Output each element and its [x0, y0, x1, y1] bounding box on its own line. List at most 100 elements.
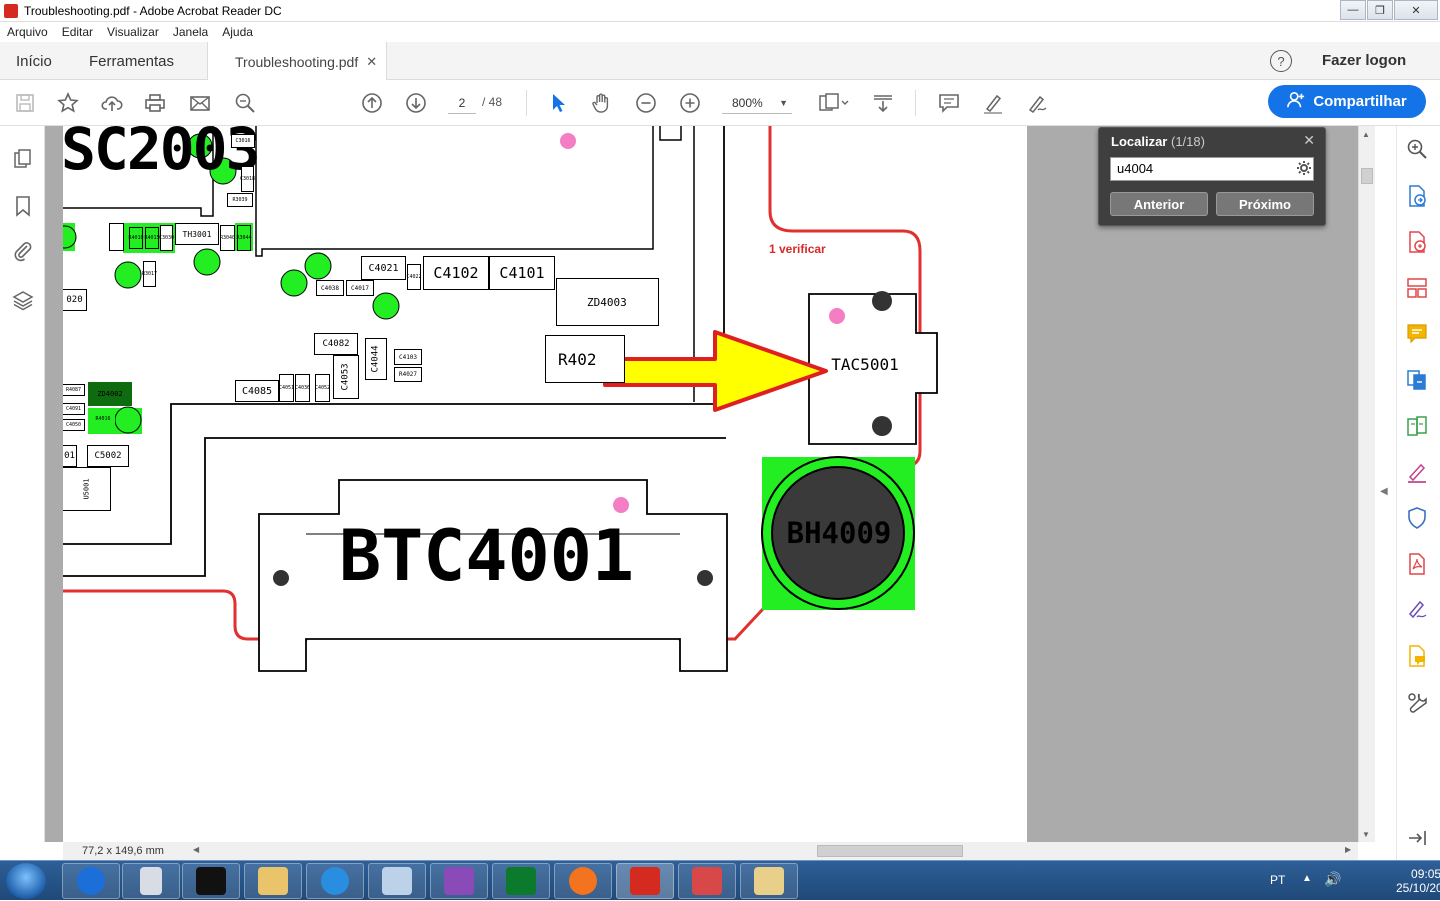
part-c4085: C4085 — [235, 380, 279, 402]
part-c4017: C4017 — [346, 280, 374, 296]
bookmark-star-icon[interactable] — [57, 92, 79, 114]
find-search-input[interactable]: u4004 — [1110, 157, 1314, 181]
part-zd4003: ZD4003 — [556, 278, 659, 326]
part-c4091: C4091 — [63, 403, 85, 415]
document-viewport[interactable]: SC2003 BTC4001 BH4009 TAC5001 1 verifica… — [45, 126, 1358, 842]
main-toolbar: 2 / 48 800% ▼ — [0, 80, 1440, 126]
comment-icon[interactable] — [938, 92, 960, 114]
taskbar-firefox[interactable] — [554, 863, 612, 899]
close-window-button[interactable]: ✕ — [1394, 0, 1438, 20]
menu-ajuda[interactable]: Ajuda — [222, 24, 253, 39]
right-pane-divider — [1396, 126, 1397, 860]
part-c4082: C4082 — [314, 333, 358, 355]
tab-document[interactable]: Troubleshooting.pdf ✕ — [207, 42, 387, 81]
previous-page-icon[interactable] — [361, 92, 383, 114]
scroll-up-arrow-icon[interactable]: ▲ — [1362, 130, 1370, 139]
vertical-scroll-thumb[interactable] — [1361, 168, 1373, 184]
window-title: Troubleshooting.pdf - Adobe Acrobat Read… — [24, 3, 282, 18]
send-for-comments-icon[interactable] — [1405, 644, 1429, 668]
minimize-button[interactable]: — — [1340, 0, 1366, 20]
find-title-label: Localizar — [1111, 134, 1168, 149]
scroll-left-arrow-icon[interactable]: ◀ — [193, 845, 200, 854]
window-title-bar: Troubleshooting.pdf - Adobe Acrobat Read… — [0, 0, 1440, 22]
more-tools-wrench-icon[interactable] — [1405, 690, 1429, 714]
part-r402: R402 — [545, 335, 625, 383]
vertical-scrollbar[interactable]: ▲ ▼ — [1358, 126, 1375, 842]
email-icon[interactable] — [189, 92, 211, 114]
taskbar-app[interactable] — [368, 863, 426, 899]
page-size-label: 77,2 x 149,6 mm — [82, 845, 164, 857]
taskbar-ie[interactable] — [306, 863, 364, 899]
organize-pages-icon[interactable] — [1405, 276, 1429, 300]
menu-editar[interactable]: Editar — [61, 24, 94, 39]
layers-icon[interactable] — [12, 289, 34, 311]
clock[interactable]: 09:05 25/10/2019 — [1396, 867, 1440, 895]
language-indicator[interactable]: PT — [1270, 873, 1286, 887]
sign-pen-icon[interactable] — [1026, 92, 1048, 114]
comment-tool-icon[interactable] — [1405, 322, 1429, 346]
show-hidden-icons-icon[interactable]: ▲ — [1302, 873, 1312, 884]
search-tool-icon[interactable] — [1405, 137, 1429, 161]
fill-sign-icon[interactable] — [1405, 460, 1429, 484]
zoom-in-icon[interactable] — [679, 92, 701, 114]
part-r3040: R3040 — [220, 225, 235, 251]
page-thumbnails-icon[interactable] — [12, 148, 34, 170]
select-cursor-icon[interactable] — [547, 92, 569, 114]
login-link[interactable]: Fazer logon — [1322, 52, 1407, 69]
next-page-icon[interactable] — [405, 92, 427, 114]
volume-icon[interactable]: 🔊 — [1324, 871, 1342, 887]
find-previous-button[interactable]: Anterior — [1110, 192, 1208, 216]
horizontal-scrollbar[interactable]: ◀ ▶ — [63, 842, 1358, 860]
taskbar-cmd[interactable] — [182, 863, 240, 899]
upload-cloud-icon[interactable] — [101, 92, 123, 114]
taskbar-money[interactable] — [492, 863, 550, 899]
taskbar-winrar[interactable] — [430, 863, 488, 899]
start-button[interactable] — [6, 863, 46, 899]
horizontal-scroll-thumb[interactable] — [817, 845, 963, 857]
part-c4050: C4050 — [63, 419, 85, 431]
find-settings-gear-icon[interactable] — [1296, 160, 1312, 181]
collapse-right-pane-icon[interactable]: ◀ — [1380, 486, 1388, 497]
print-icon[interactable] — [144, 92, 166, 114]
attachments-icon[interactable] — [12, 240, 34, 262]
page-number-input[interactable]: 2 — [448, 92, 476, 114]
help-icon[interactable]: ? — [1270, 50, 1292, 72]
menu-arquivo[interactable]: Arquivo — [7, 24, 48, 39]
send-for-signature-icon[interactable] — [1405, 598, 1429, 622]
zoom-level-select[interactable]: 800% ▼ — [722, 92, 792, 114]
scroll-right-arrow-icon[interactable]: ▶ — [1345, 845, 1352, 854]
close-tab-icon[interactable]: ✕ — [366, 53, 378, 69]
bookmarks-icon[interactable] — [12, 195, 34, 217]
create-pdf-icon[interactable] — [1405, 230, 1429, 254]
search-zoom-icon[interactable] — [234, 92, 256, 114]
collapse-panel-arrow-icon[interactable] — [1405, 826, 1429, 850]
menu-visualizar[interactable]: Visualizar — [107, 24, 159, 39]
acrobat-pdf-icon[interactable] — [1405, 552, 1429, 576]
taskbar-snipping[interactable] — [678, 863, 736, 899]
menu-janela[interactable]: Janela — [172, 24, 209, 39]
tab-tools[interactable]: Ferramentas — [89, 52, 175, 70]
hand-tool-icon[interactable] — [590, 92, 612, 114]
tab-home[interactable]: Início — [16, 52, 52, 70]
convert-file-icon[interactable] — [1405, 368, 1429, 392]
taskbar-paint[interactable] — [740, 863, 798, 899]
maximize-button[interactable]: ❐ — [1367, 0, 1393, 20]
share-button[interactable]: Compartilhar — [1268, 85, 1426, 118]
taskbar-acrobat[interactable] — [616, 863, 674, 899]
scroll-mode-icon[interactable] — [872, 92, 894, 114]
protect-shield-icon[interactable] — [1405, 506, 1429, 530]
taskbar-calculator[interactable] — [122, 863, 180, 899]
save-icon[interactable] — [14, 92, 36, 114]
taskbar-teamviewer[interactable] — [62, 863, 120, 899]
part-zd4002: ZD4002 — [88, 384, 132, 404]
find-next-button[interactable]: Próximo — [1216, 192, 1314, 216]
highlight-pen-icon[interactable] — [982, 92, 1004, 114]
find-close-icon[interactable]: ✕ — [1303, 132, 1315, 148]
zoom-out-icon[interactable] — [635, 92, 657, 114]
export-pdf-icon[interactable] — [1405, 184, 1429, 208]
scroll-down-arrow-icon[interactable]: ▼ — [1362, 830, 1370, 839]
part-th3001: TH3001 — [175, 223, 219, 245]
compare-files-icon[interactable] — [1405, 414, 1429, 438]
taskbar-explorer[interactable] — [244, 863, 302, 899]
page-fit-icon[interactable] — [818, 92, 852, 114]
